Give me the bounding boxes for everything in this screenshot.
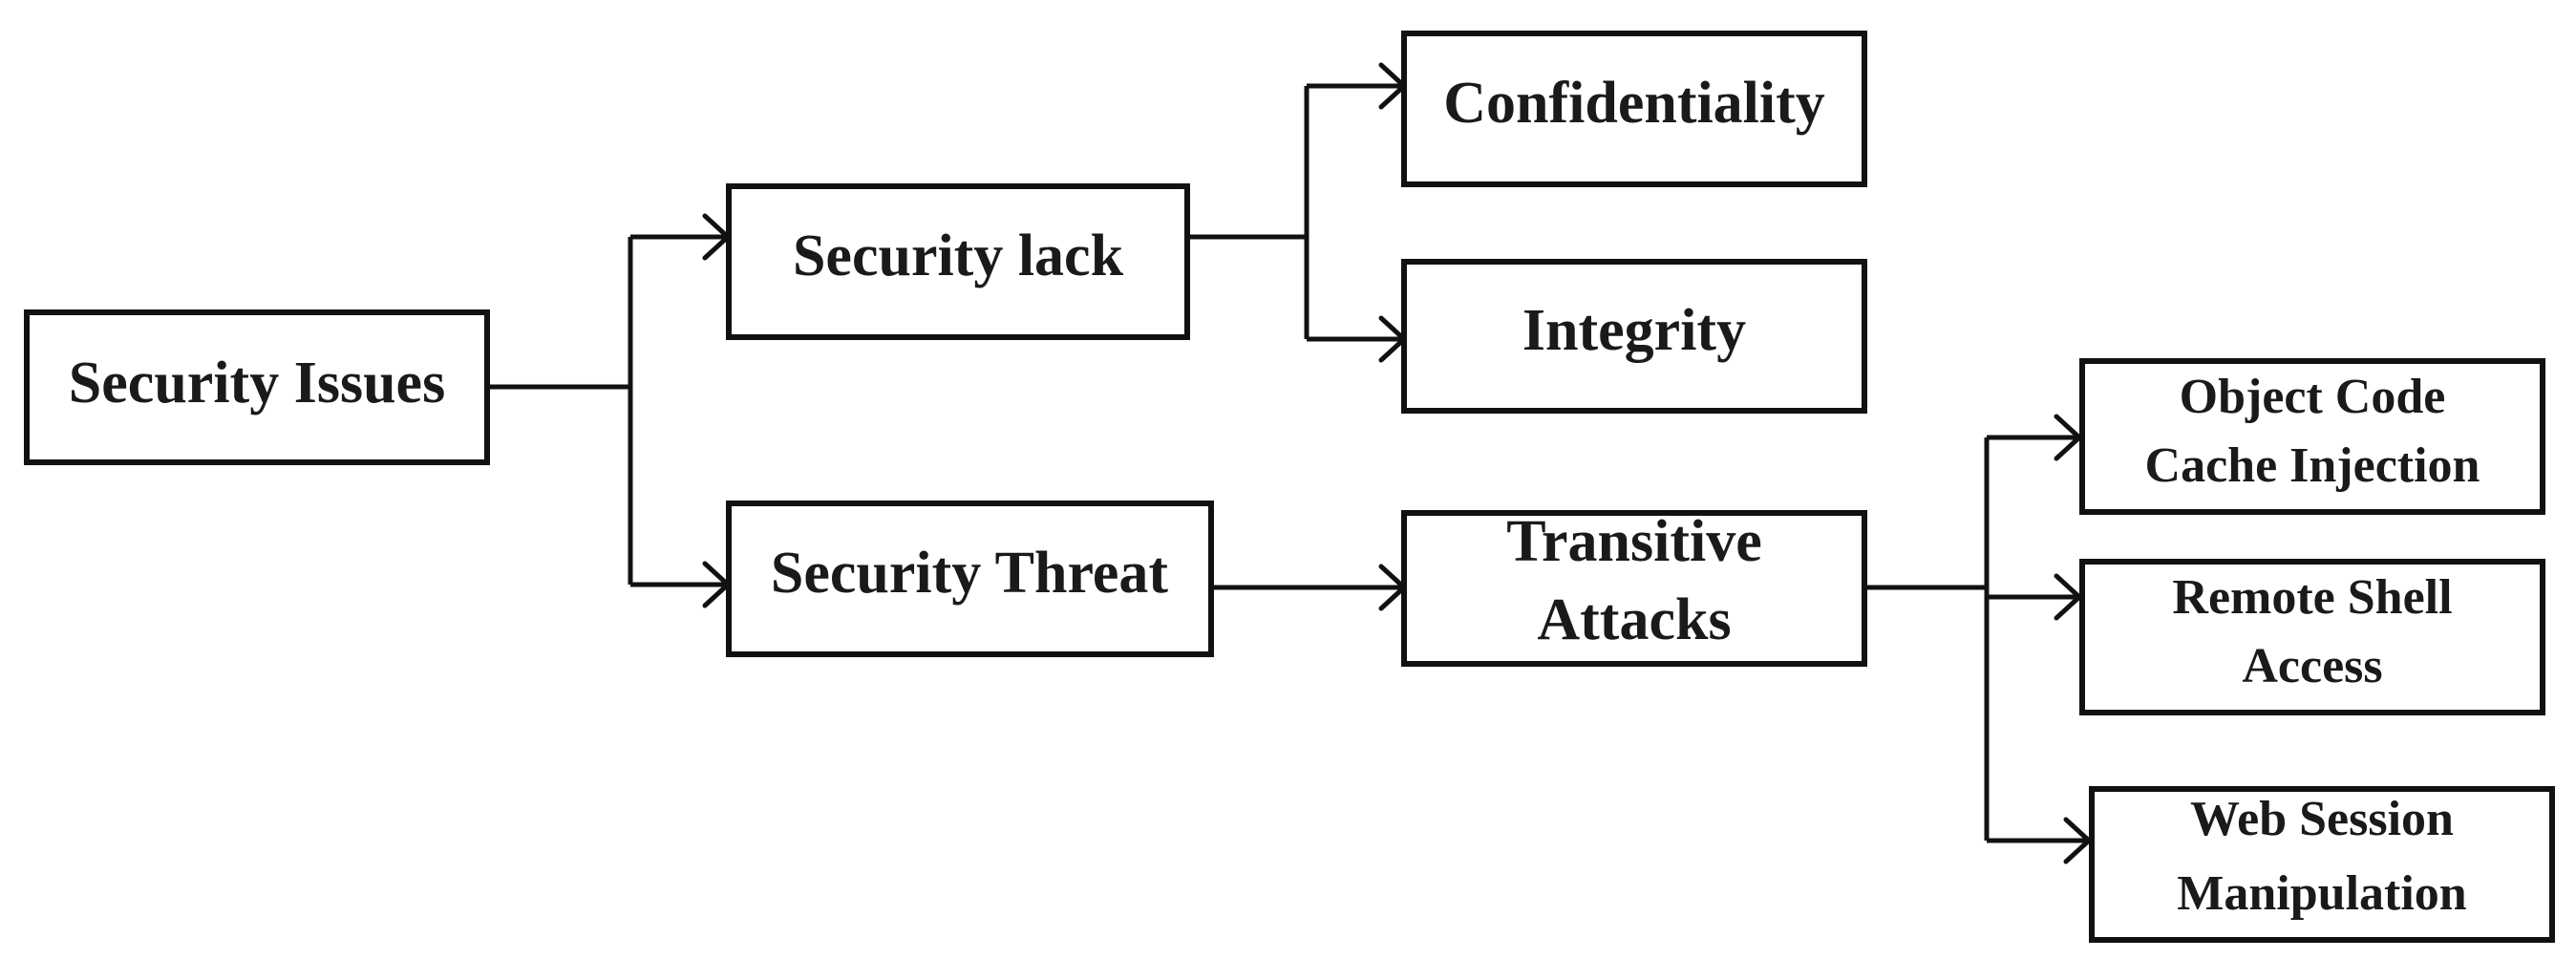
node-label: Integrity bbox=[1522, 298, 1746, 363]
node-box bbox=[2079, 559, 2545, 715]
node-confidentiality: Confidentiality bbox=[1401, 31, 1867, 187]
node-label-line-1: Object Code bbox=[2180, 370, 2446, 424]
node-label: Security Threat bbox=[771, 541, 1169, 606]
node-label-line-1: Transitive bbox=[1506, 509, 1762, 574]
connector-issues-to-split bbox=[487, 237, 633, 585]
node-label-line-2: Cache Injection bbox=[2145, 438, 2480, 493]
node-transitive-attacks: Transitive Attacks bbox=[1401, 509, 1867, 667]
node-label-line-1: Web Session bbox=[2190, 792, 2454, 846]
node-label-line-2: Manipulation bbox=[2177, 866, 2466, 921]
node-box bbox=[1401, 510, 1867, 667]
node-web-session-manipulation: Web Session Manipulation bbox=[2089, 786, 2555, 943]
node-box bbox=[2089, 786, 2555, 943]
node-security-issues: Security Issues bbox=[24, 309, 490, 465]
node-label: Security lack bbox=[793, 224, 1124, 288]
node-remote-shell-access: Remote Shell Access bbox=[2079, 559, 2545, 715]
node-box bbox=[24, 309, 490, 465]
node-security-threat: Security Threat bbox=[726, 501, 1214, 657]
node-label: Security Issues bbox=[69, 351, 445, 416]
node-label-line-2: Access bbox=[2242, 639, 2382, 693]
node-box bbox=[2079, 358, 2545, 515]
node-label-line-1: Remote Shell bbox=[2172, 570, 2452, 625]
node-box bbox=[726, 501, 1214, 657]
connector-lack-to-split bbox=[1187, 86, 1309, 339]
node-integrity: Integrity bbox=[1401, 259, 1867, 414]
node-security-lack: Security lack bbox=[726, 183, 1190, 340]
node-label-line-2: Attacks bbox=[1537, 587, 1731, 652]
node-label: Confidentiality bbox=[1443, 71, 1825, 136]
node-box bbox=[726, 183, 1190, 340]
connector-transitive-to-split bbox=[1864, 437, 1990, 841]
node-object-code-cache-injection: Object Code Cache Injection bbox=[2079, 358, 2545, 515]
node-box bbox=[1401, 259, 1867, 414]
node-box bbox=[1401, 31, 1867, 187]
